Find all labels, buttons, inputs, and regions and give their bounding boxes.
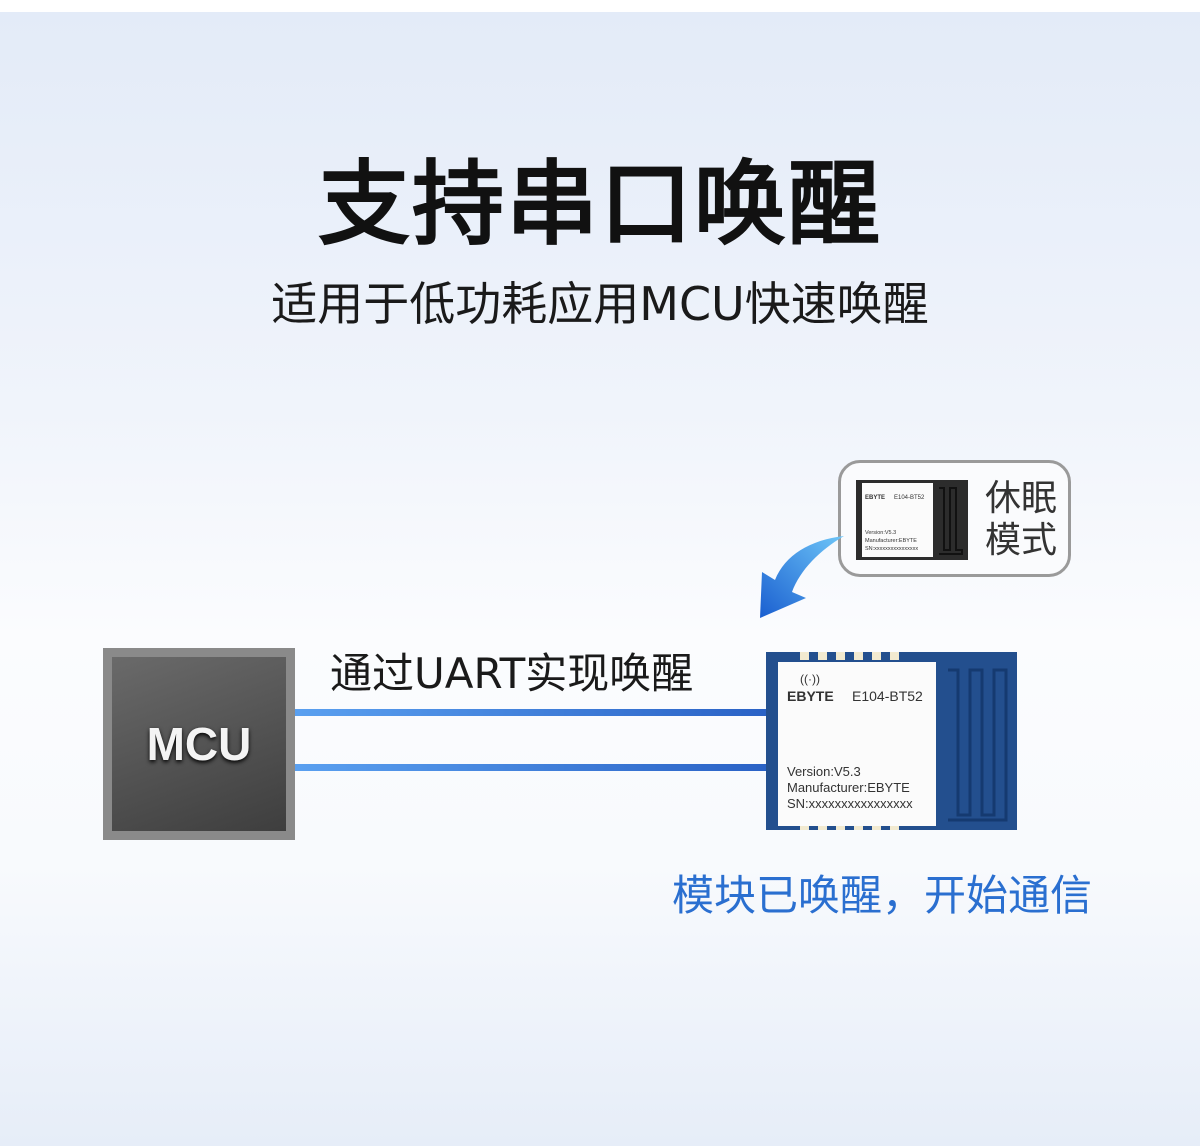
wake-arrow-icon: [760, 536, 844, 618]
sleep-mode-line2: 模式: [985, 520, 1058, 561]
ble-module-sleeping: EBYTE E104-BT52 Version:V5.3 Manufacture…: [856, 480, 968, 560]
module-label: ((·)) EBYTE E104-BT52 Version:V5.3 Manuf…: [778, 662, 936, 826]
module-brand: EBYTE: [787, 688, 834, 704]
page-subtitle: 适用于低功耗应用MCU快速唤醒: [271, 277, 929, 331]
page-title: 支持串口唤醒: [317, 151, 882, 258]
small-module-brand: EBYTE: [865, 495, 886, 501]
module-manufacturer: Manufacturer:EBYTE: [787, 780, 910, 795]
module-version: Version:V5.3: [787, 764, 861, 779]
small-module-version: Version:V5.3: [865, 530, 897, 536]
sleep-mode-line1: 休眠: [985, 478, 1058, 519]
small-module-model: E104-BT52: [894, 495, 925, 501]
uart-label: 通过UART实现唤醒: [330, 649, 694, 698]
sleep-mode-label: 休眠 模式: [985, 478, 1057, 562]
uart-line-tx: [295, 709, 767, 716]
uart-line-rx: [295, 764, 767, 771]
wireless-logo-icon: ((·)): [800, 672, 820, 686]
module-awake-status: 模块已唤醒，开始通信: [672, 871, 1093, 920]
ble-module-awake: ((·)) EBYTE E104-BT52 Version:V5.3 Manuf…: [766, 652, 1017, 830]
module-model: E104-BT52: [852, 688, 923, 704]
small-module-sn: SN:xxxxxxxxxxxxxxxx: [865, 546, 919, 552]
module-sn: SN:xxxxxxxxxxxxxxxx: [787, 796, 913, 811]
background: [0, 12, 1200, 1146]
mcu-chip: MCU: [103, 648, 295, 840]
mcu-label: MCU: [146, 718, 252, 770]
small-module-manufacturer: Manufacturer:EBYTE: [865, 538, 917, 544]
antenna-trace: [948, 668, 1008, 822]
